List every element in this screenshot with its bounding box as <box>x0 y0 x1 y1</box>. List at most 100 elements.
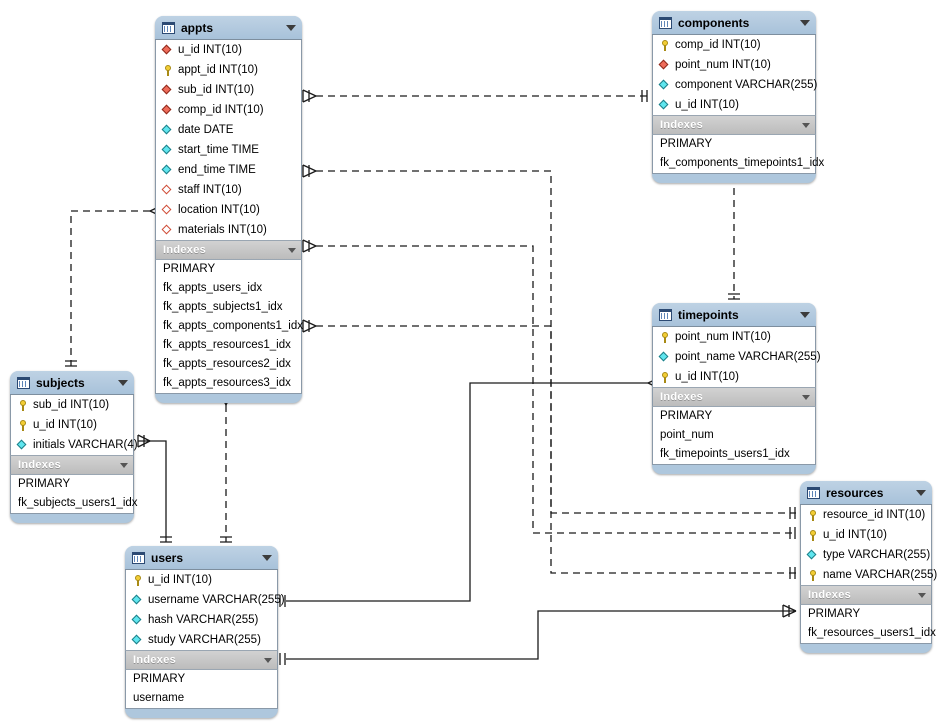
chevron-down-icon[interactable] <box>262 554 272 561</box>
column-row[interactable]: materials INT(10) <box>156 220 301 240</box>
column-row[interactable]: staff INT(10) <box>156 180 301 200</box>
index-row[interactable]: fk_appts_users_idx <box>163 282 263 294</box>
chevron-down-icon[interactable] <box>800 19 810 26</box>
index-row[interactable]: username <box>133 692 185 704</box>
index-row[interactable]: PRIMARY <box>18 478 71 490</box>
chevron-down-icon[interactable] <box>120 462 128 468</box>
chevron-down-icon[interactable] <box>118 379 128 386</box>
column-row[interactable]: location INT(10) <box>156 200 301 220</box>
indexes-section-header-appts[interactable]: Indexes <box>155 240 302 260</box>
indexes-section-header-subjects[interactable]: Indexes <box>10 455 134 475</box>
column-row[interactable]: end_time TIME <box>156 160 301 180</box>
index-row[interactable]: fk_appts_components1_idx <box>163 320 304 332</box>
column-row[interactable]: initials VARCHAR(4) <box>11 435 138 455</box>
indexes-label: Indexes <box>660 119 704 131</box>
index-row[interactable]: fk_appts_subjects1_idx <box>163 301 283 313</box>
chevron-down-icon[interactable] <box>286 24 296 31</box>
column-row[interactable]: point_num INT(10) <box>653 55 815 75</box>
chevron-down-icon[interactable] <box>918 592 926 598</box>
column-row[interactable]: u_id INT(10) <box>11 415 133 435</box>
index-row[interactable]: point_num <box>660 429 714 441</box>
column-row[interactable]: u_id INT(10) <box>653 367 815 387</box>
key-icon <box>807 509 818 521</box>
table-header-subjects[interactable]: subjects <box>10 371 134 395</box>
column-row[interactable]: comp_id INT(10) <box>156 100 301 120</box>
key-icon <box>807 569 818 581</box>
index-row[interactable]: fk_appts_resources3_idx <box>163 377 291 389</box>
column-row[interactable]: sub_id INT(10) <box>11 395 133 415</box>
column-row[interactable]: point_name VARCHAR(255) <box>653 347 821 367</box>
column-label: materials INT(10) <box>178 224 267 236</box>
cyan-diamond-icon <box>132 595 143 606</box>
column-label: point_num INT(10) <box>675 59 771 71</box>
chevron-down-icon[interactable] <box>800 311 810 318</box>
cyan-diamond-icon <box>659 80 670 91</box>
column-row[interactable]: appt_id INT(10) <box>156 60 301 80</box>
indexes-label: Indexes <box>163 244 207 256</box>
table-subjects[interactable]: subjects sub_id INT(10)u_id INT(10)initia… <box>10 371 138 523</box>
column-row[interactable]: u_id INT(10) <box>653 95 815 115</box>
table-header-components[interactable]: components <box>652 11 816 35</box>
table-header-users[interactable]: users <box>125 546 278 570</box>
index-row[interactable]: PRIMARY <box>163 263 216 275</box>
column-row[interactable]: resource_id INT(10) <box>801 505 931 525</box>
key-icon <box>17 399 28 411</box>
key-icon <box>659 331 670 343</box>
column-row[interactable]: point_num INT(10) <box>653 327 815 347</box>
column-row[interactable]: hash VARCHAR(255) <box>126 610 277 630</box>
table-icon <box>162 21 175 34</box>
cyan-diamond-icon <box>162 125 173 136</box>
column-row[interactable]: u_id INT(10) <box>156 40 301 60</box>
column-row[interactable]: username VARCHAR(255) <box>126 590 285 610</box>
table-header-timepoints[interactable]: timepoints <box>652 303 816 327</box>
cyan-diamond-icon <box>162 165 173 176</box>
column-label: u_id INT(10) <box>148 574 212 586</box>
indexes-section-header-timepoints[interactable]: Indexes <box>652 387 816 407</box>
index-row[interactable]: PRIMARY <box>133 673 186 685</box>
column-row[interactable]: u_id INT(10) <box>801 525 931 545</box>
chevron-down-icon[interactable] <box>264 657 272 663</box>
column-row[interactable]: start_time TIME <box>156 140 301 160</box>
column-label: study VARCHAR(255) <box>148 634 261 646</box>
table-name: subjects <box>36 375 85 390</box>
index-row[interactable]: fk_subjects_users1_idx <box>18 497 138 509</box>
key-icon <box>132 574 143 586</box>
chevron-down-icon[interactable] <box>802 122 810 128</box>
index-row[interactable]: fk_timepoints_users1_idx <box>660 448 790 460</box>
column-row[interactable]: component VARCHAR(255) <box>653 75 817 95</box>
index-row[interactable]: PRIMARY <box>660 410 713 422</box>
indexes-section-header-components[interactable]: Indexes <box>652 115 816 135</box>
column-label: name VARCHAR(255) <box>823 569 938 581</box>
table-users[interactable]: users u_id INT(10) username VARCHAR(255)ha… <box>125 546 285 718</box>
cyan-diamond-icon <box>162 145 173 156</box>
column-row[interactable]: sub_id INT(10) <box>156 80 301 100</box>
table-header-appts[interactable]: appts <box>155 16 302 40</box>
index-row[interactable]: fk_appts_resources2_idx <box>163 358 291 370</box>
column-row[interactable]: type VARCHAR(255) <box>801 545 931 565</box>
column-row[interactable]: u_id INT(10) <box>126 570 277 590</box>
chevron-down-icon[interactable] <box>288 247 296 253</box>
column-row[interactable]: study VARCHAR(255) <box>126 630 277 650</box>
index-row[interactable]: PRIMARY <box>660 138 713 150</box>
index-row[interactable]: fk_resources_users1_idx <box>808 627 936 639</box>
index-row[interactable]: fk_components_timepoints1_idx <box>660 157 825 169</box>
chevron-down-icon[interactable] <box>916 489 926 496</box>
indexes-section-header-resources[interactable]: Indexes <box>800 585 932 605</box>
key-icon <box>17 419 28 431</box>
column-row[interactable]: comp_id INT(10) <box>653 35 815 55</box>
index-row[interactable]: fk_appts_resources1_idx <box>163 339 291 351</box>
index-row[interactable]: PRIMARY <box>808 608 861 620</box>
indexes-section-header-users[interactable]: Indexes <box>125 650 278 670</box>
chevron-down-icon[interactable] <box>802 394 810 400</box>
column-list-subjects: sub_id INT(10)u_id INT(10)initials VARCH… <box>10 395 138 455</box>
column-row[interactable]: date DATE <box>156 120 301 140</box>
table-header-resources[interactable]: resources <box>800 481 932 505</box>
indexes-label: Indexes <box>660 391 704 403</box>
column-row[interactable]: name VARCHAR(255) <box>801 565 937 585</box>
column-label: sub_id INT(10) <box>178 84 255 96</box>
